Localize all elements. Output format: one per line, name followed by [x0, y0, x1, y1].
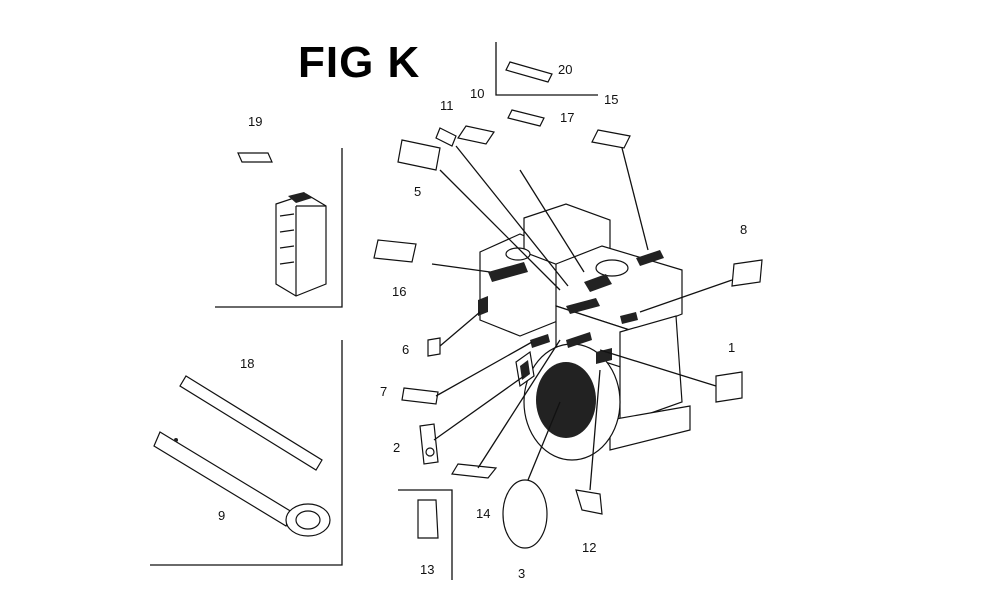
callout-11: 11	[440, 98, 454, 113]
callout-18: 18	[240, 356, 254, 371]
callout-10: 10	[470, 86, 484, 101]
callout-5: 5	[414, 184, 421, 199]
callout-12: 12	[582, 540, 596, 555]
tube-parts	[153, 375, 331, 537]
callout-9: 9	[218, 508, 225, 523]
leader-lines	[431, 145, 733, 491]
callout-19: 19	[248, 114, 262, 129]
figure-title: FIG K	[298, 38, 421, 87]
callout-14: 14	[476, 506, 490, 521]
callout-20: 20	[558, 62, 572, 77]
callout-13: 13	[420, 562, 434, 577]
callout-7: 7	[380, 384, 387, 399]
callout-2: 2	[393, 440, 400, 455]
callout-17: 17	[560, 110, 574, 125]
callout-3: 3	[518, 566, 525, 581]
section-dividers	[150, 42, 598, 580]
callout-16: 16	[392, 284, 406, 299]
callout-6: 6	[402, 342, 409, 357]
callout-8: 8	[740, 222, 747, 237]
engine-body	[478, 203, 691, 461]
decal-parts	[373, 61, 763, 549]
callout-labels: 1 2 3 5 6 7 8 9 10 11 12 13 14 15 16 17 …	[218, 62, 747, 581]
air-cleaner-part	[237, 152, 327, 297]
callout-15: 15	[604, 92, 618, 107]
callout-1: 1	[728, 340, 735, 355]
